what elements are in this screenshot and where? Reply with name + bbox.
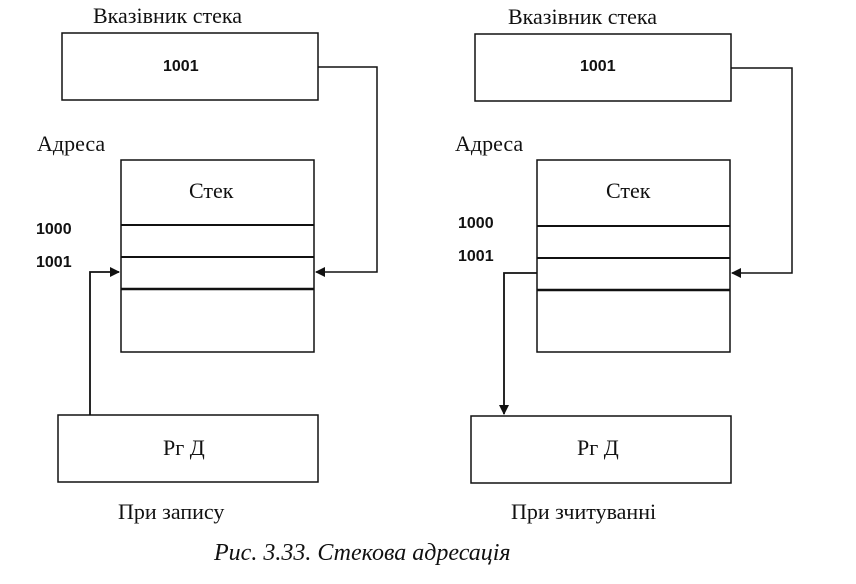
left-write-arrow: [89, 267, 120, 415]
right-register-label: Рг Д: [577, 435, 619, 460]
left-pointer-value: 1001: [163, 58, 199, 75]
figure-caption: Рис. 3.33. Стекова адресація: [214, 540, 511, 566]
right-pointer-value: 1001: [580, 58, 616, 75]
right-address-1001: 1001: [458, 248, 494, 265]
right-pointer-title: Вказівник стека: [508, 4, 657, 29]
right-panel-caption: При зчитуванні: [511, 499, 657, 524]
right-address-label: Адреса: [455, 131, 524, 156]
left-address-label: Адреса: [37, 131, 106, 156]
right-address-1000: 1000: [458, 215, 494, 232]
right-panel-shapes: [470, 33, 793, 484]
left-address-1000: 1000: [36, 221, 72, 238]
left-panel-shapes: [57, 32, 378, 483]
left-pointer-arrow: [315, 66, 378, 277]
right-pointer-arrow: [731, 67, 793, 278]
right-register-box: [470, 415, 732, 484]
left-panel-caption: При запису: [118, 499, 225, 524]
right-read-arrow: [499, 272, 537, 415]
left-stack-header: Стек: [189, 178, 234, 203]
right-stack-box: [536, 159, 731, 353]
right-stack-header: Стек: [606, 178, 651, 203]
left-register-box: [57, 414, 319, 483]
left-pointer-title: Вказівник стека: [93, 3, 242, 28]
left-register-label: Рг Д: [163, 435, 205, 460]
left-address-1001: 1001: [36, 254, 72, 271]
